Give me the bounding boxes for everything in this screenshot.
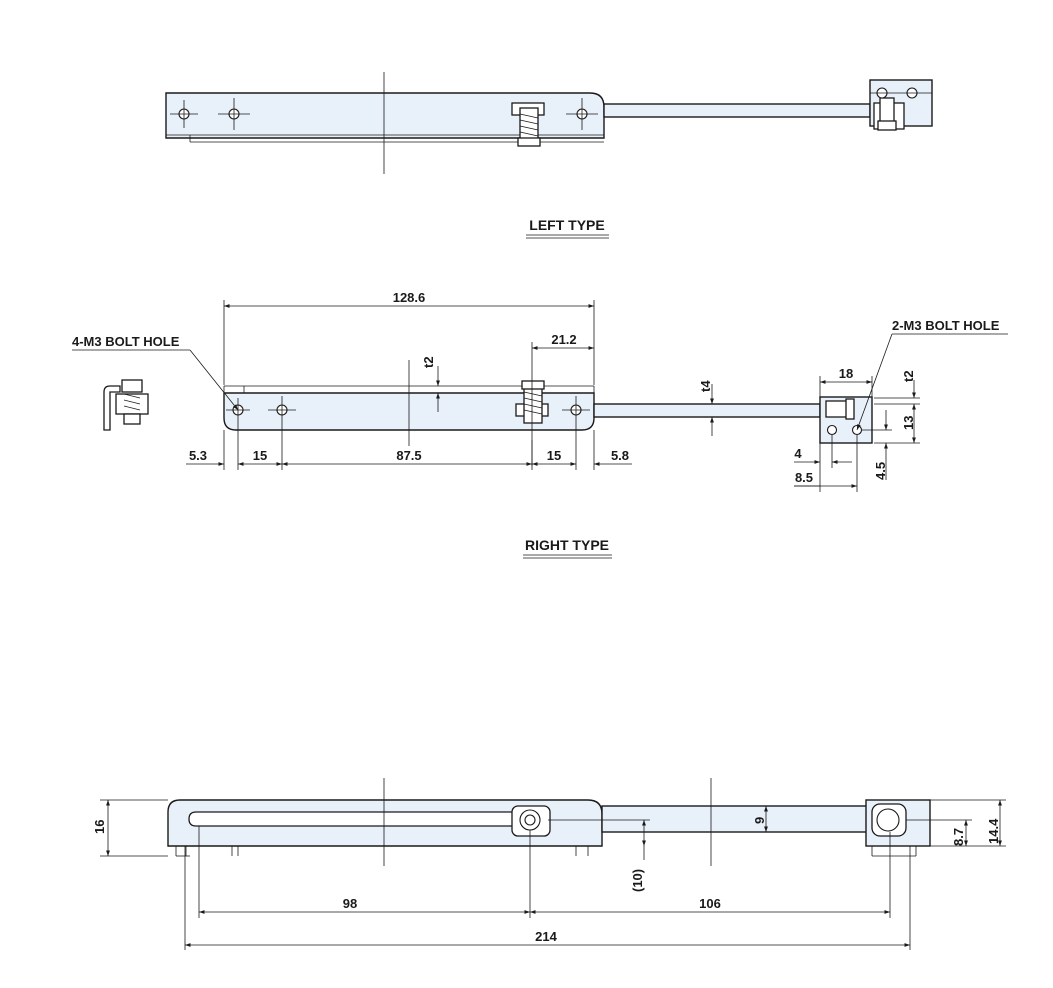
dim-14-4: 14.4 xyxy=(986,818,1001,844)
dim-10: (10) xyxy=(630,869,645,892)
dim-4-5: 4.5 xyxy=(873,462,888,480)
left-plate xyxy=(165,92,605,139)
left-type-view xyxy=(165,72,933,174)
dim-9: 9 xyxy=(752,817,767,824)
dim-15-left: 15 xyxy=(253,448,267,463)
pin-side-view xyxy=(103,379,149,431)
dim-98: 98 xyxy=(343,896,357,911)
dim-8-5: 8.5 xyxy=(795,470,813,485)
dim-16: 16 xyxy=(92,820,107,834)
dim-214: 214 xyxy=(535,929,557,944)
dim-15-right: 15 xyxy=(547,448,561,463)
dim-21-2: 21.2 xyxy=(551,332,576,347)
dim-t2-block: t2 xyxy=(901,370,916,382)
dim-87-5: 87.5 xyxy=(396,448,421,463)
bolt-hole-2-label: 2-M3 BOLT HOLE xyxy=(892,318,1000,333)
left-type-title: LEFT TYPE xyxy=(529,217,604,233)
right-type-title: RIGHT TYPE xyxy=(525,537,609,553)
dim-13: 13 xyxy=(901,416,916,430)
bottom-view xyxy=(167,778,931,866)
left-arm xyxy=(603,103,871,118)
dim-5-3: 5.3 xyxy=(189,448,207,463)
dim-128-6: 128.6 xyxy=(393,290,426,305)
dim-8-7: 8.7 xyxy=(951,828,966,846)
right-arm xyxy=(593,403,821,418)
dim-t2-plate: t2 xyxy=(421,356,436,368)
bolt-hole-4-label: 4-M3 BOLT HOLE xyxy=(72,334,180,349)
dim-5-8: 5.8 xyxy=(611,448,629,463)
dim-18: 18 xyxy=(839,366,853,381)
bottom-arm xyxy=(601,805,869,833)
right-type-view xyxy=(223,360,873,466)
dim-t4-arm: t4 xyxy=(698,380,713,392)
dim-106: 106 xyxy=(699,896,721,911)
dim-4: 4 xyxy=(794,446,802,461)
